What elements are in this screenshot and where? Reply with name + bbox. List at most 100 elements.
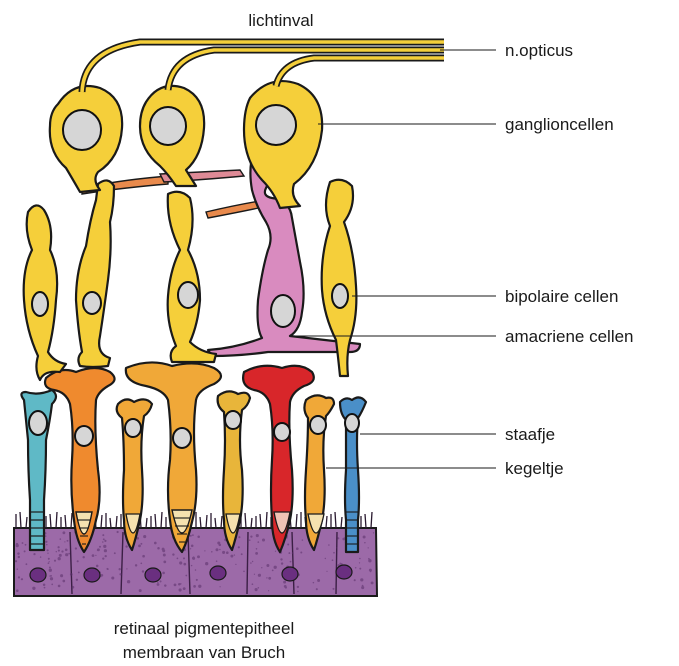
pigment-granule (25, 563, 27, 565)
pigment-granule (274, 566, 277, 569)
epithelium-villus (341, 517, 342, 528)
pigment-granule (341, 563, 343, 565)
pigment-granule (143, 535, 146, 538)
pigment-granule (103, 538, 105, 540)
pigment-granule (47, 549, 49, 551)
pigment-granule (56, 551, 57, 552)
pigment-granule (216, 560, 218, 562)
pigment-granule (62, 531, 65, 534)
pigment-granule (272, 570, 274, 572)
epithelium-villus (26, 517, 27, 528)
epithelium-villus (266, 512, 267, 528)
pigment-granule (287, 544, 289, 546)
pigment-granule (325, 558, 326, 559)
pigment-granule (119, 573, 121, 575)
epithelium-villus (20, 512, 21, 528)
pigment-granule (59, 554, 62, 557)
pigment-granule (47, 553, 48, 554)
pigment-granule (371, 581, 374, 584)
pigment-granule (328, 544, 330, 546)
pigment-granule (172, 553, 174, 555)
pigment-granule (296, 547, 299, 550)
pigment-granule (68, 553, 70, 555)
pigment-granule (226, 551, 229, 554)
pigment-granule (102, 557, 104, 559)
pigment-granule (370, 571, 372, 573)
pigment-granule (275, 551, 276, 552)
epithelium-villus (146, 518, 147, 528)
pigment-granule (65, 553, 68, 556)
epithelium-villus (260, 514, 261, 528)
pigment-granule (21, 579, 22, 580)
epithelium-villus (155, 514, 156, 528)
pigment-granule (280, 558, 282, 560)
pigment-granule (162, 572, 165, 575)
pigment-granule (163, 561, 166, 564)
ganglion-cells (50, 81, 322, 208)
pigment-granule (78, 571, 80, 573)
label-kegeltje: kegeltje (505, 459, 564, 478)
pigment-granule (70, 573, 73, 576)
epithelium-villus (65, 515, 66, 528)
pigment-granule (257, 541, 259, 543)
pigment-granule (58, 557, 61, 560)
pigment-granule (254, 574, 255, 575)
pigment-granule (157, 582, 158, 583)
pigment-granule (32, 587, 35, 590)
pigment-granule (261, 567, 262, 568)
pigment-granule (157, 547, 160, 550)
pigment-granule (183, 587, 186, 590)
pigment-granule (102, 541, 104, 543)
pigment-granule (101, 574, 104, 577)
pigment-granule (216, 548, 219, 551)
pigment-granule (297, 591, 298, 592)
pigment-granule (266, 564, 269, 567)
cone-gold (218, 391, 250, 550)
pigment-granule (268, 577, 271, 580)
pigment-granule (33, 553, 35, 555)
pigment-granule (15, 560, 17, 562)
pigment-granule (163, 554, 166, 557)
pigment-granule (126, 568, 127, 569)
epithelium-villus (110, 518, 111, 528)
pigment-granule (57, 546, 59, 548)
pigment-granule (50, 575, 52, 577)
pigment-granule (359, 568, 361, 570)
pigment-granule (157, 583, 160, 586)
pigment-granule (252, 583, 254, 585)
pigment-granule (104, 549, 107, 552)
pigment-granule (355, 567, 357, 569)
pigment-granule (62, 580, 65, 583)
pigment-granule (198, 585, 201, 588)
epithelium-villus (116, 516, 117, 528)
pigment-granule (46, 544, 48, 546)
epithelium-villus (50, 514, 51, 528)
caption-line-2: membraan van Bruch (123, 643, 286, 662)
pigment-granule (40, 556, 41, 557)
pigment-granule (64, 541, 65, 542)
pigment-granule (45, 535, 47, 537)
pigment-granule (44, 587, 46, 589)
pigment-granule (50, 577, 53, 580)
pigment-granule (258, 587, 260, 589)
pigment-granule (342, 538, 345, 541)
pigment-granule (288, 552, 290, 554)
pigment-granule (48, 562, 50, 564)
pigment-granule (281, 562, 283, 564)
pigment-granule (217, 541, 220, 544)
pigment-granule (211, 551, 213, 553)
pigment-granule (72, 586, 75, 589)
ganglion-axons (82, 42, 444, 92)
pigment-granule (362, 585, 364, 587)
pigment-granule (82, 556, 84, 558)
epithelium-villus (71, 513, 72, 528)
pigment-granule (76, 579, 78, 581)
pigment-granule (361, 586, 364, 589)
pigment-granule (193, 557, 195, 559)
pigment-granule (302, 539, 303, 540)
pigment-granule (164, 584, 166, 586)
pigment-granule (97, 549, 99, 551)
pigment-granule (266, 577, 267, 578)
pigment-granule (333, 552, 335, 554)
pigment-granule (190, 535, 192, 537)
